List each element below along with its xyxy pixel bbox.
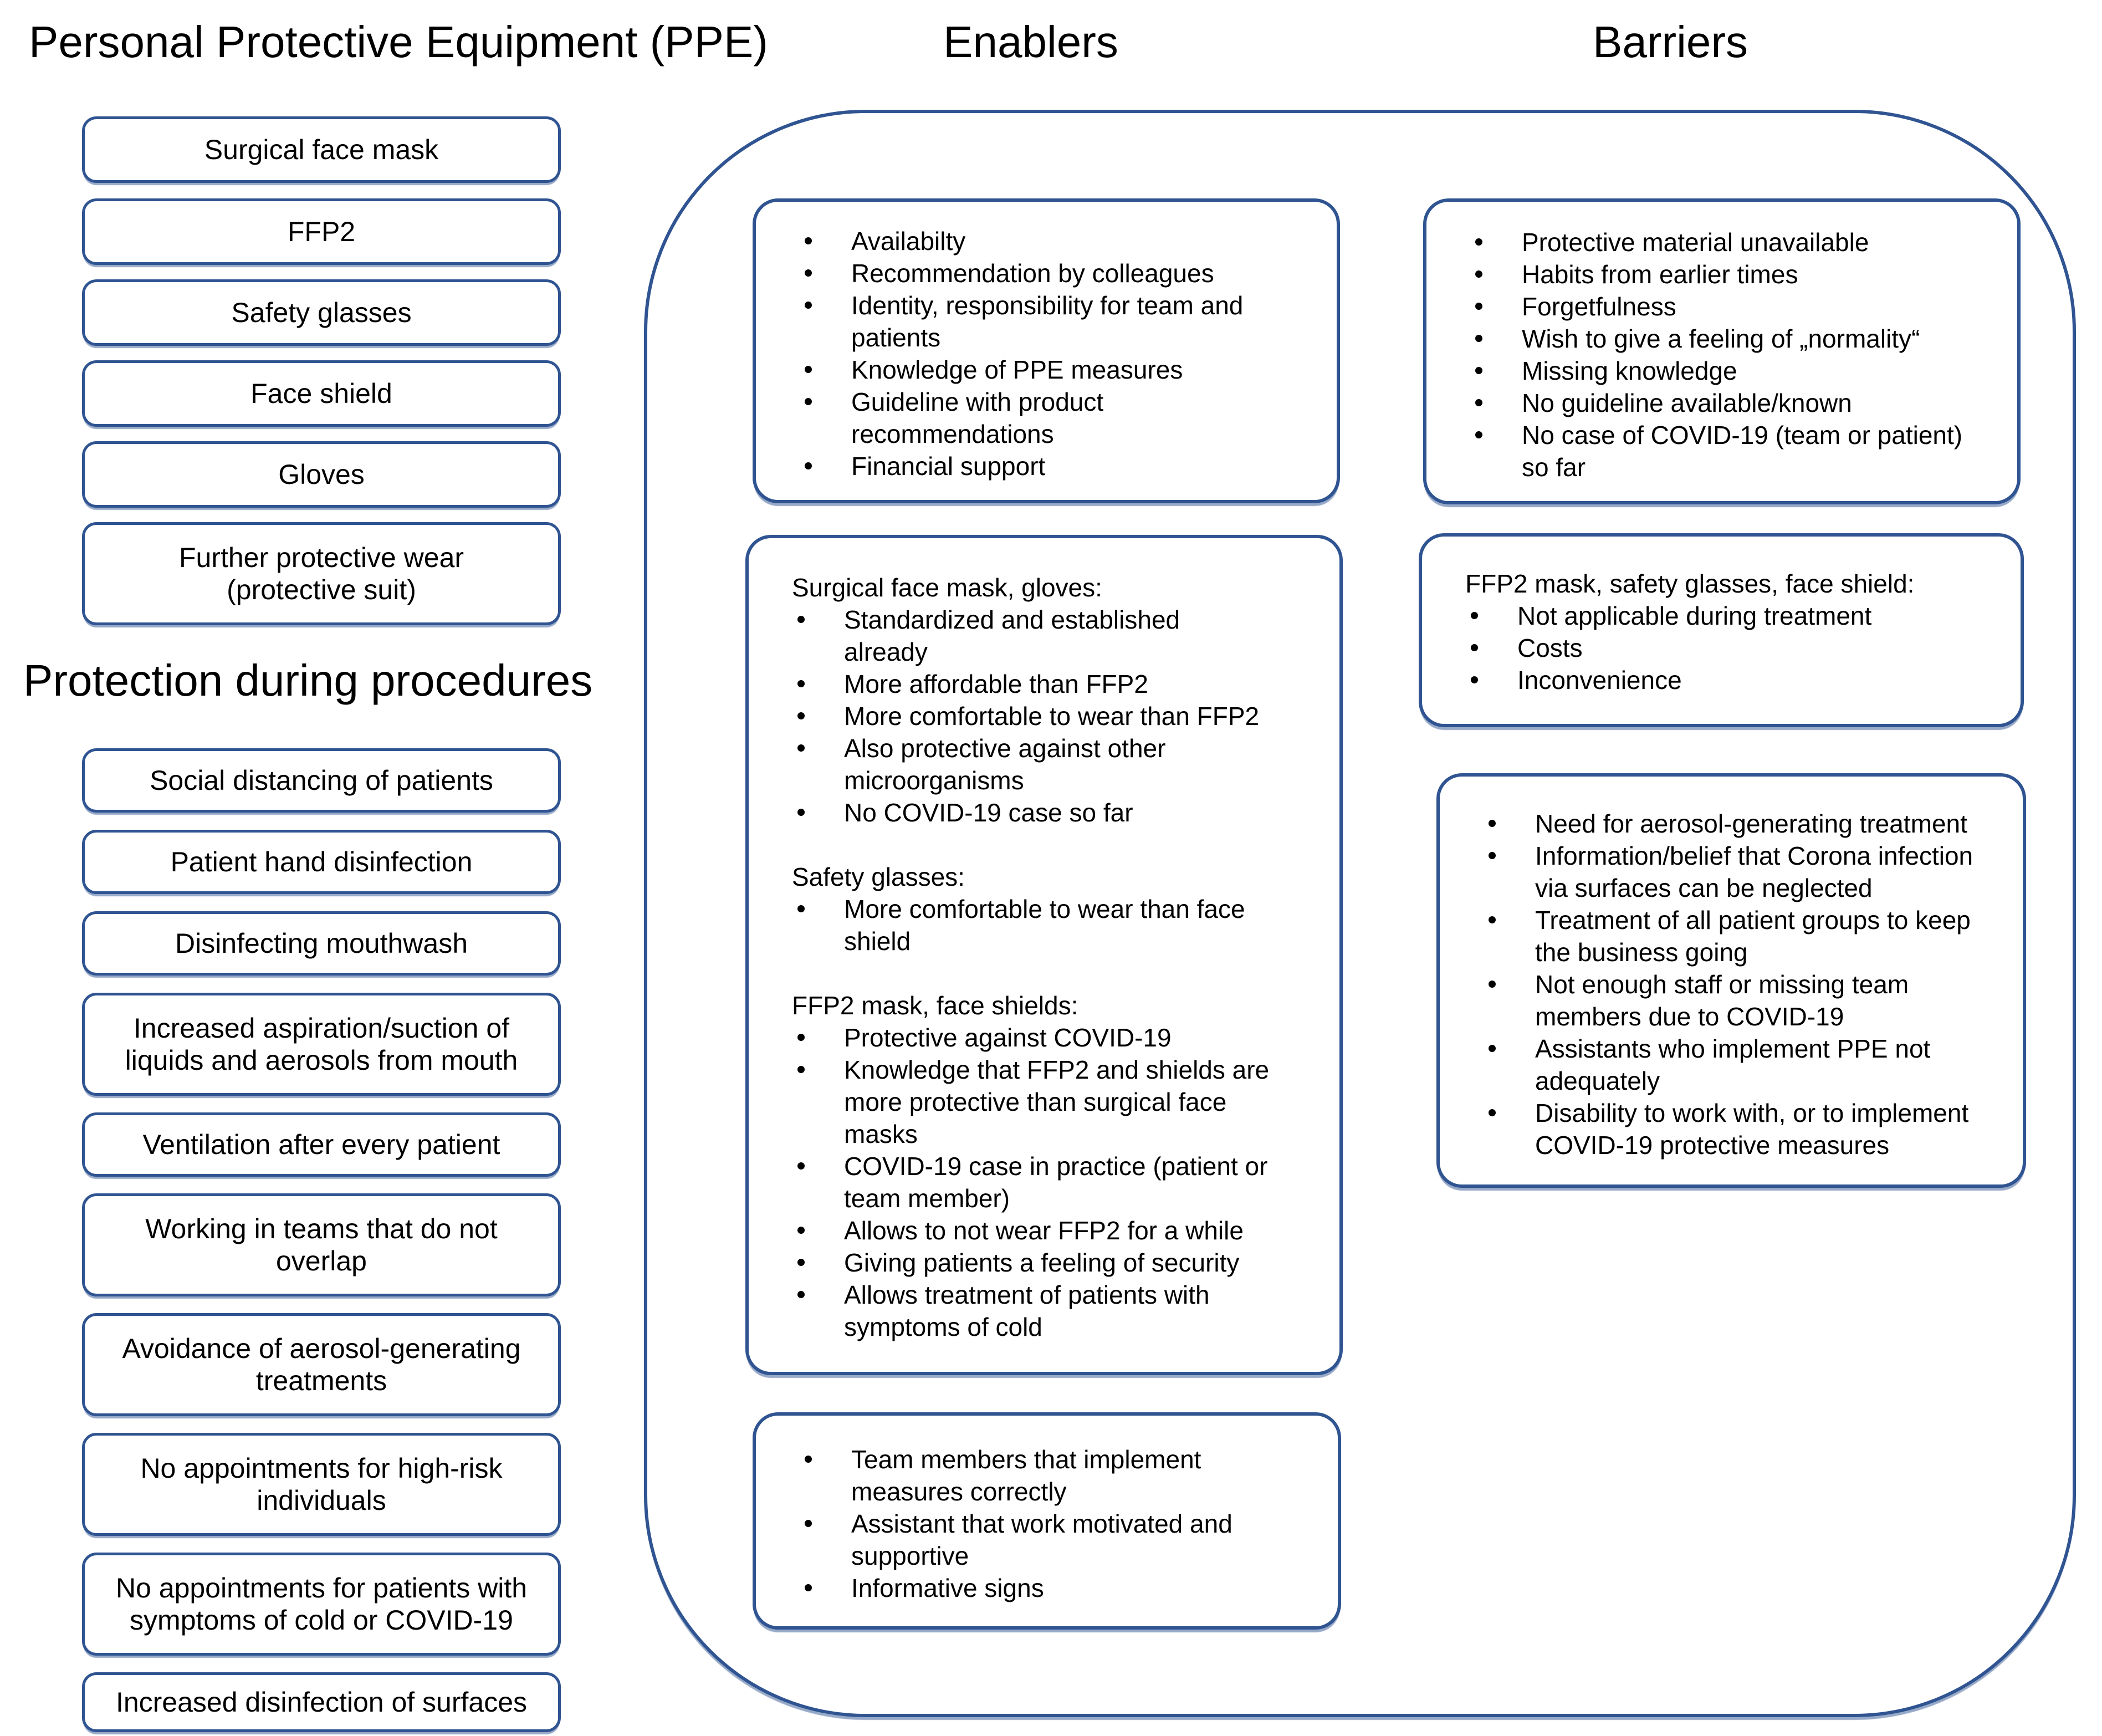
- barrier-bullet: No guideline available/known: [1460, 387, 2002, 419]
- enablers-section-safety-glasses: Safety glasses: More comfortable to wear…: [782, 861, 1324, 957]
- enabler-bullet: Team members that implement measures cor…: [789, 1443, 1322, 1508]
- enablers-barriers-container: [644, 110, 2076, 1717]
- barrier-bullet: Protective material unavailable: [1460, 226, 2002, 258]
- enablers-section-ffp2-face-shields: FFP2 mask, face shields: Protective agai…: [782, 989, 1324, 1343]
- ppe-item-face-shield: Face shield: [82, 360, 561, 427]
- ppe-item-safety-glasses: Safety glasses: [82, 279, 561, 346]
- enablers-team-box: Team members that implement measures cor…: [753, 1412, 1341, 1630]
- procedure-item-ventilation: Ventilation after every patient: [82, 1112, 561, 1177]
- page-title: Personal Protective Equipment (PPE): [29, 17, 768, 67]
- enabler-bullet: More affordable than FFP2: [782, 668, 1324, 700]
- procedure-item-surface-disinfection: Increased disinfection of surfaces: [82, 1672, 561, 1732]
- barrier-bullet: Need for aerosol-generating treatment: [1473, 808, 2007, 840]
- section-header: FFP2 mask, face shields:: [792, 991, 1078, 1020]
- enabler-bullet: Informative signs: [789, 1572, 1322, 1604]
- enabler-bullet: More comfortable to wear than face shiel…: [782, 893, 1324, 957]
- ppe-item-ffp2: FFP2: [82, 198, 561, 265]
- enabler-bullet: Knowledge that FFP2 and shields are more…: [782, 1054, 1324, 1150]
- barrier-bullet: Treatment of all patient groups to keep …: [1473, 904, 2007, 968]
- enabler-bullet: Recommendation by colleagues: [789, 257, 1321, 289]
- procedures-title: Protection during procedures: [23, 656, 593, 705]
- enabler-bullet: Identity, responsibility for team and pa…: [789, 289, 1321, 354]
- section-header: Surgical face mask, gloves:: [792, 573, 1102, 602]
- enabler-bullet: Allows treatment of patients with sympto…: [782, 1279, 1324, 1343]
- barrier-bullet: Costs: [1455, 632, 2005, 664]
- section-header: FFP2 mask, safety glasses, face shield:: [1465, 569, 1915, 598]
- barrier-bullet: No case of COVID-19 (team or patient) so…: [1460, 419, 2002, 483]
- enabler-bullet: More comfortable to wear than FFP2: [782, 700, 1324, 732]
- enabler-bullet: Also protective against other microorgan…: [782, 732, 1324, 796]
- enabler-bullet: Giving patients a feeling of security: [782, 1247, 1324, 1279]
- procedure-item-increased-aspiration: Increased aspiration/suction of liquids …: [82, 993, 561, 1096]
- barrier-bullet: Forgetfulness: [1460, 290, 2002, 323]
- procedure-item-social-distancing: Social distancing of patients: [82, 748, 561, 813]
- barrier-bullet: Habits from earlier times: [1460, 258, 2002, 290]
- barrier-bullet: Not enough staff or missing team members…: [1473, 968, 2007, 1033]
- procedure-item-hand-disinfection: Patient hand disinfection: [82, 830, 561, 894]
- enabler-bullet: Assistant that work motivated and suppor…: [789, 1508, 1322, 1572]
- procedure-item-no-high-risk-appointments: No appointments for high-risk individual…: [82, 1433, 561, 1536]
- barrier-bullet: Assistants who implement PPE not adequat…: [1473, 1033, 2007, 1097]
- barrier-bullet: Disability to work with, or to implement…: [1473, 1097, 2007, 1161]
- procedure-item-disinfecting-mouthwash: Disinfecting mouthwash: [82, 911, 561, 976]
- barrier-bullet: Inconvenience: [1455, 664, 2005, 696]
- procedure-item-avoid-aerosol-treatments: Avoidance of aerosol-generating treatmen…: [82, 1313, 561, 1416]
- ppe-item-further-protective-wear: Further protective wear (protective suit…: [82, 522, 561, 625]
- section-header: Safety glasses:: [792, 862, 965, 891]
- barrier-bullet: Not applicable during treatment: [1455, 600, 2005, 632]
- enabler-bullet: Standardized and established already: [782, 604, 1324, 668]
- barriers-heading: Barriers: [1592, 17, 1748, 67]
- enabler-bullet: Knowledge of PPE measures: [789, 354, 1321, 386]
- enablers-general-box: Availabilty Recommendation by colleagues…: [753, 198, 1340, 503]
- enablers-equipment-box: Surgical face mask, gloves: Standardized…: [745, 535, 1343, 1375]
- barriers-section-ffp2-glasses-shield: FFP2 mask, safety glasses, face shield: …: [1455, 568, 2005, 696]
- barrier-bullet: Wish to give a feeling of „normality“: [1460, 323, 2002, 355]
- enabler-bullet: No COVID-19 case so far: [782, 796, 1324, 829]
- barrier-bullet: Missing knowledge: [1460, 355, 2002, 387]
- ppe-item-gloves: Gloves: [82, 441, 561, 508]
- procedure-item-teams-no-overlap: Working in teams that do not overlap: [82, 1193, 561, 1296]
- enabler-bullet: Financial support: [789, 450, 1321, 482]
- barriers-general-box: Protective material unavailable Habits f…: [1423, 198, 2021, 504]
- enabler-bullet: Availabilty: [789, 225, 1321, 257]
- enablers-heading: Enablers: [943, 17, 1118, 67]
- ppe-item-surgical-face-mask: Surgical face mask: [82, 116, 561, 183]
- procedure-item-no-symptomatic-appointments: No appointments for patients with sympto…: [82, 1553, 561, 1656]
- barriers-equipment-box: FFP2 mask, safety glasses, face shield: …: [1419, 533, 2024, 727]
- enabler-bullet: Allows to not wear FFP2 for a while: [782, 1214, 1324, 1247]
- barriers-practice-box: Need for aerosol-generating treatment In…: [1436, 773, 2026, 1188]
- enabler-bullet: COVID-19 case in practice (patient or te…: [782, 1150, 1324, 1214]
- enablers-section-surgical-mask-gloves: Surgical face mask, gloves: Standardized…: [782, 571, 1324, 829]
- barrier-bullet: Information/belief that Corona infection…: [1473, 840, 2007, 904]
- enabler-bullet: Protective against COVID-19: [782, 1022, 1324, 1054]
- enabler-bullet: Guideline with product recommendations: [789, 386, 1321, 450]
